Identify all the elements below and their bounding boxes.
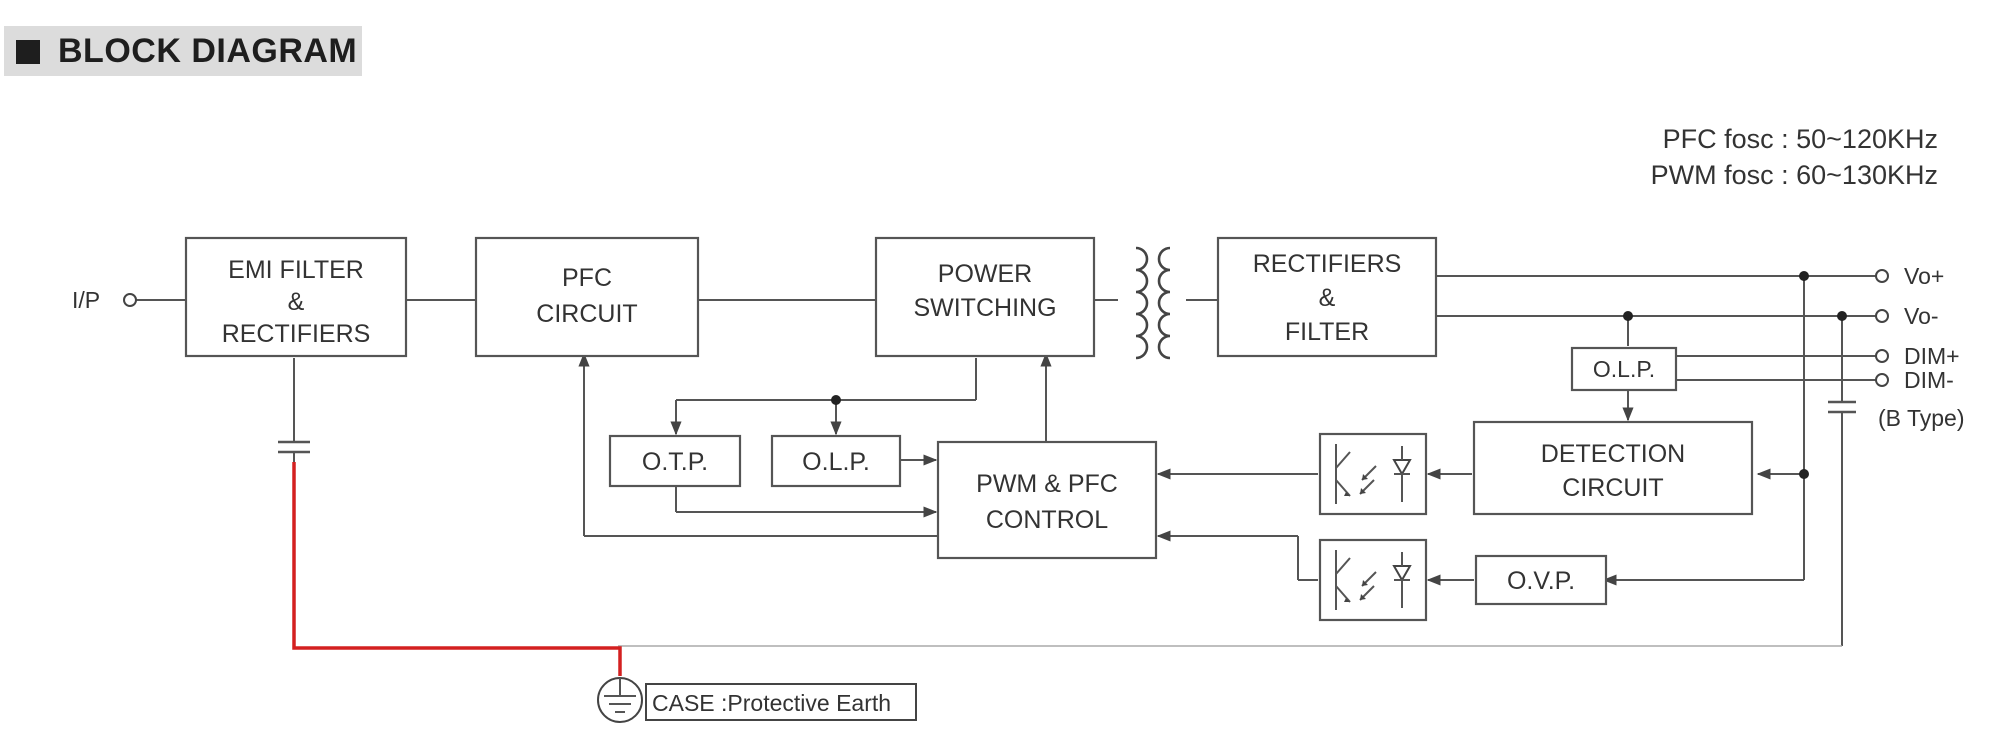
output-terminals: Vo+ Vo- DIM+ DIM- (B Type) <box>1875 263 1965 431</box>
section-title: BLOCK DIAGRAM <box>58 32 358 70</box>
olp-left-block: O.L.P. <box>770 434 902 488</box>
svg-text:RECTIFIERS: RECTIFIERS <box>1253 250 1402 278</box>
case-earth-label: CASE :Protective Earth <box>645 683 917 721</box>
vo-plus-label: Vo+ <box>1904 263 1944 289</box>
earth-ground-icon <box>597 677 643 723</box>
svg-text:&: & <box>1319 284 1336 312</box>
ovp-block: O.V.P. <box>1474 554 1608 606</box>
b-type-label: (B Type) <box>1878 405 1965 431</box>
svg-text:EMI FILTER: EMI FILTER <box>228 256 364 284</box>
svg-text:O.L.P.: O.L.P. <box>1593 356 1655 382</box>
olp-right-block: O.L.P. <box>1570 346 1678 392</box>
emi-filter-block: EMI FILTER & RECTIFIERS <box>184 236 408 358</box>
transformer-symbol <box>1135 246 1171 360</box>
optocoupler-icon <box>1318 538 1428 622</box>
svg-text:FILTER: FILTER <box>1285 318 1369 346</box>
svg-text:CASE :Protective Earth: CASE :Protective Earth <box>652 690 891 716</box>
svg-text:DETECTION: DETECTION <box>1541 440 1685 468</box>
optocoupler-icon <box>1318 432 1428 516</box>
rectifiers-filter-block: RECTIFIERS & FILTER <box>1216 236 1438 358</box>
detection-circuit-block: DETECTION CIRCUIT <box>1472 420 1754 516</box>
svg-text:CIRCUIT: CIRCUIT <box>1562 474 1663 502</box>
header-square-icon <box>16 40 40 64</box>
power-switching-block: POWER SWITCHING <box>874 236 1096 358</box>
svg-text:O.L.P.: O.L.P. <box>802 448 870 476</box>
pfc-frequency-spec: PFC fosc : 50~120KHz <box>1662 124 1938 154</box>
vo-minus-label: Vo- <box>1904 303 1939 329</box>
svg-text:&: & <box>288 288 305 316</box>
pwm-pfc-control-block: PWM & PFC CONTROL <box>936 440 1158 560</box>
svg-text:CIRCUIT: CIRCUIT <box>536 300 637 328</box>
input-terminal: I/P <box>72 287 137 313</box>
svg-text:O.T.P.: O.T.P. <box>642 448 708 476</box>
svg-text:SWITCHING: SWITCHING <box>913 294 1056 322</box>
dim-plus-label: DIM+ <box>1904 343 1960 369</box>
pwm-frequency-spec: PWM fosc : 60~130KHz <box>1650 160 1938 190</box>
svg-text:O.V.P.: O.V.P. <box>1507 567 1575 595</box>
svg-text:PFC: PFC <box>562 264 612 292</box>
dim-minus-label: DIM- <box>1904 367 1954 393</box>
junction-dots <box>831 271 1847 479</box>
protective-earth-line <box>292 462 622 676</box>
wiring <box>136 275 1876 647</box>
svg-text:RECTIFIERS: RECTIFIERS <box>222 320 371 348</box>
svg-text:I/P: I/P <box>72 287 100 313</box>
svg-text:PWM & PFC: PWM & PFC <box>976 470 1118 498</box>
otp-block: O.T.P. <box>608 434 742 488</box>
svg-text:POWER: POWER <box>938 260 1032 288</box>
svg-text:CONTROL: CONTROL <box>986 506 1108 534</box>
section-header: BLOCK DIAGRAM <box>4 26 362 76</box>
pfc-circuit-block: PFC CIRCUIT <box>474 236 700 358</box>
